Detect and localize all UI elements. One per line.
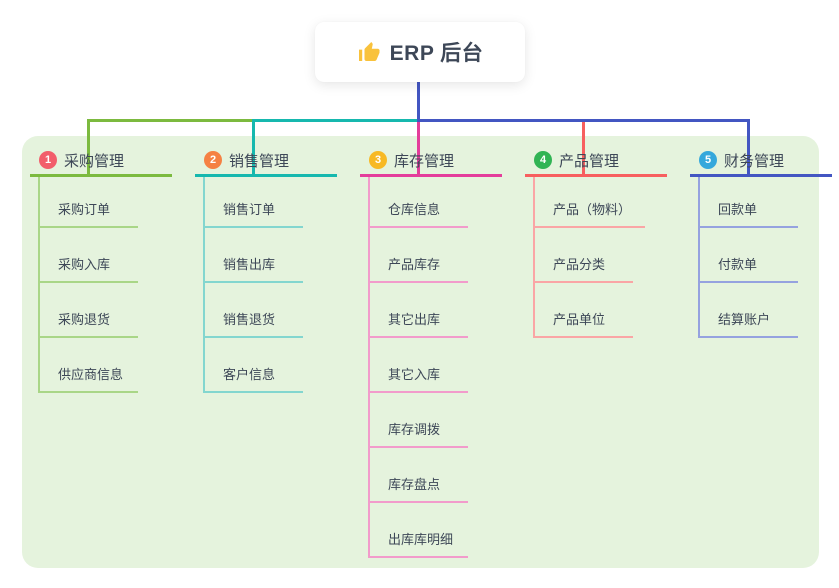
branch-5-node[interactable]: 5 财务管理 [690,146,832,177]
branch-2-children-line [203,177,205,393]
child-node-4-3[interactable]: 产品单位 [533,304,633,338]
branch-5-number-badge: 5 [699,151,717,169]
child-node-1-1[interactable]: 采购订单 [38,194,138,228]
child-node-4-1[interactable]: 产品（物料） [533,194,646,228]
child-node-3-5[interactable]: 库存调拨 [368,414,468,448]
branch-4-node[interactable]: 4 产品管理 [525,146,667,177]
child-node-1-4[interactable]: 供应商信息 [38,359,138,393]
child-node-5-1[interactable]: 回款单 [698,194,798,228]
child-node-4-2[interactable]: 产品分类 [533,249,633,283]
child-node-5-3[interactable]: 结算账户 [698,304,798,338]
mindmap-background-panel [22,136,819,568]
branch-5-children-line [698,177,700,338]
branch-3-node[interactable]: 3 库存管理 [360,146,502,177]
branch-1-number-badge: 1 [39,151,57,169]
child-node-2-3[interactable]: 销售退货 [203,304,303,338]
branch-4-label: 产品管理 [559,152,620,170]
branch-4-number-badge: 4 [534,151,552,169]
branch-2: 2 销售管理销售订单销售出库销售退货客户信息 [195,146,337,393]
branch-1-label: 采购管理 [64,152,125,170]
child-node-3-6[interactable]: 库存盘点 [368,469,468,503]
root-node-label: ERP 后台 [389,42,484,65]
branch-4-children-line [533,177,535,338]
branch-5-label: 财务管理 [724,152,785,170]
child-node-2-4[interactable]: 客户信息 [203,359,303,393]
branch-1-node[interactable]: 1 采购管理 [30,146,172,177]
child-node-3-4[interactable]: 其它入库 [368,359,468,393]
child-node-3-1[interactable]: 仓库信息 [368,194,468,228]
branch-3: 3 库存管理仓库信息产品库存其它出库其它入库库存调拨库存盘点出库库明细 [360,146,502,558]
branch-2-node[interactable]: 2 销售管理 [195,146,337,177]
child-node-3-7[interactable]: 出库库明细 [368,524,468,558]
thumbs-up-icon [357,40,381,64]
root-node-erp[interactable]: ERP 后台 [315,22,525,82]
branch-2-number-badge: 2 [204,151,222,169]
child-node-3-3[interactable]: 其它出库 [368,304,468,338]
child-node-1-3[interactable]: 采购退货 [38,304,138,338]
branch-2-label: 销售管理 [229,152,290,170]
branch-4: 4 产品管理产品（物料） 产品分类产品单位 [525,146,667,338]
child-node-5-2[interactable]: 付款单 [698,249,798,283]
branch-3-label: 库存管理 [394,152,455,170]
branch-3-children-line [368,177,370,558]
child-node-2-1[interactable]: 销售订单 [203,194,303,228]
branch-1-children-line [38,177,40,393]
branch-1: 1 采购管理采购订单采购入库采购退货供应商信息 [30,146,172,393]
branch-3-number-badge: 3 [369,151,387,169]
child-node-1-2[interactable]: 采购入库 [38,249,138,283]
child-node-3-2[interactable]: 产品库存 [368,249,468,283]
child-node-2-2[interactable]: 销售出库 [203,249,303,283]
branch-5: 5 财务管理回款单付款单结算账户 [690,146,832,338]
